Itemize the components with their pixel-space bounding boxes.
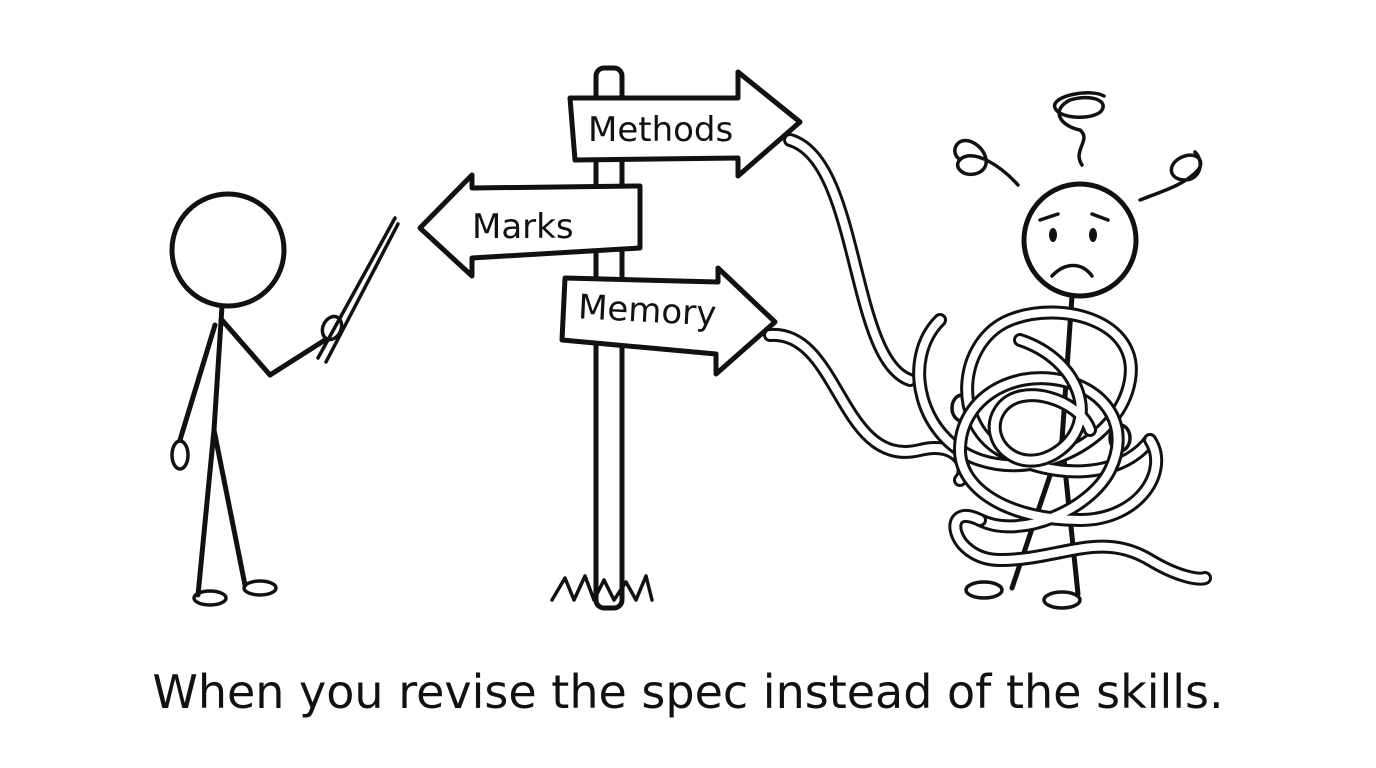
worried-right-brow <box>1090 212 1110 222</box>
signpost: Methods Marks Memory <box>417 65 803 611</box>
presenter-left-foot <box>192 589 228 607</box>
worried-right-eye <box>1089 228 1097 242</box>
sign-methods-label: Methods <box>588 110 733 150</box>
sign-methods: Methods <box>567 69 803 179</box>
dizzy-scribble-left <box>953 138 1020 187</box>
worried-head <box>1021 181 1139 299</box>
tangled-stick-figure <box>912 91 1212 610</box>
worried-left-eye <box>1049 228 1057 242</box>
worried-left-brow <box>1038 212 1060 222</box>
worried-frown <box>1050 263 1094 278</box>
presenter-right-leg <box>211 427 248 588</box>
rope-from-methods <box>783 133 917 387</box>
presenter-pointing-arm <box>219 317 328 378</box>
grass-tuft <box>550 574 654 602</box>
presenter-hanging-arm <box>177 322 218 443</box>
sign-memory-label: Memory <box>577 287 717 334</box>
sign-marks-label: Marks <box>472 207 574 247</box>
presenter-hand <box>170 439 190 471</box>
rope-tangle <box>912 305 1212 586</box>
dizzy-scribble-right <box>1138 150 1203 202</box>
rope-from-memory <box>763 327 971 487</box>
sign-memory: Memory <box>559 265 778 377</box>
presenter-right-foot <box>242 579 278 597</box>
presenter-head <box>169 191 287 309</box>
worried-left-foot <box>964 580 1004 600</box>
caption: When you revise the spec instead of the … <box>152 665 1223 719</box>
presenter-left-leg <box>195 427 217 598</box>
pointer-stick <box>316 216 400 364</box>
dizzy-scribble-top <box>1053 91 1106 167</box>
presenter-stick-figure <box>169 191 400 607</box>
sign-marks: Marks <box>417 172 643 279</box>
worried-right-foot <box>1042 590 1082 610</box>
presenter-body <box>211 303 225 433</box>
